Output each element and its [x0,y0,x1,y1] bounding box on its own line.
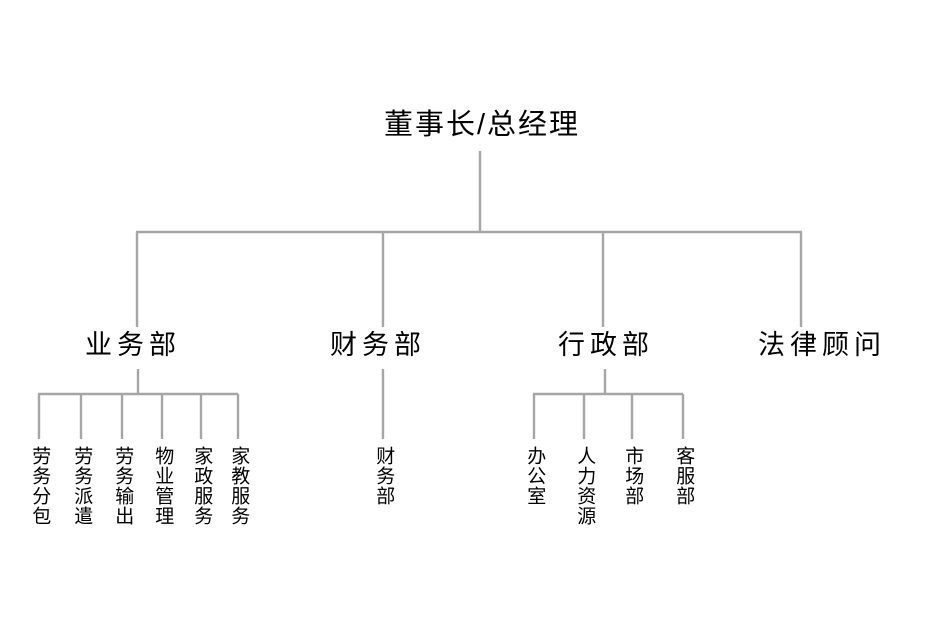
node-property-management: 物业管理 [152,446,174,526]
node-labor-dispatch: 劳务派遣 [71,446,93,526]
node-finance-sub: 财务部 [373,446,395,506]
node-housekeeping-service: 家政服务 [191,446,213,526]
node-office: 办公室 [524,446,546,506]
node-labor-export: 劳务输出 [112,446,134,526]
node-marketing-dept: 市场部 [622,446,644,506]
node-finance-dept: 财务部 [330,330,426,360]
node-admin-dept: 行政部 [558,330,654,360]
node-human-resources: 人力资源 [574,446,596,526]
node-customer-service-dept: 客服部 [673,446,695,506]
node-labor-subcontracting: 劳务分包 [29,446,51,526]
node-chairman-general-manager: 董事长/总经理 [383,109,581,141]
node-business-dept: 业务部 [85,330,181,360]
node-tutoring-service: 家教服务 [228,446,250,526]
node-legal-advisor: 法律顾问 [758,330,886,360]
